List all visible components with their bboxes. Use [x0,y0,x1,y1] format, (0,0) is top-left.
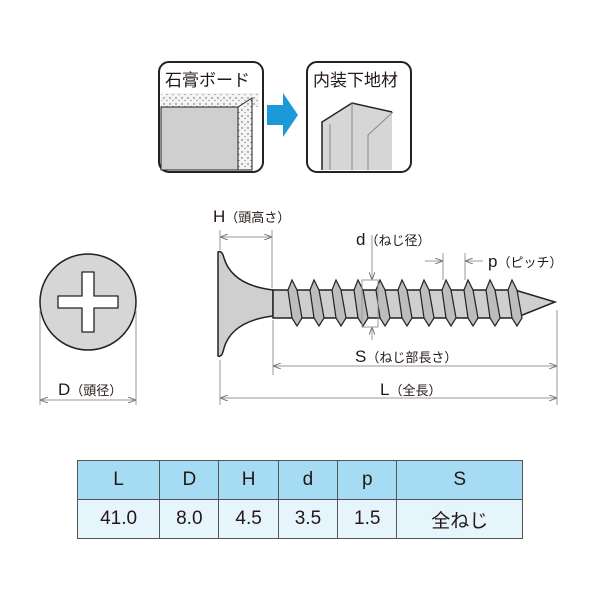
table-row: 41.0 8.0 4.5 3.5 1.5 全ねじ [76,499,523,539]
table-cell: 41.0 [76,499,161,539]
table-cell: 全ねじ [396,499,523,539]
thread [485,278,501,328]
table-cell: 1.5 [337,499,398,539]
table-header-row: L D H d p S [76,460,523,500]
l-dimension-label: L（全長） [380,380,442,399]
table-cell: 8.0 [159,499,220,539]
thread [441,278,457,328]
screw-head-top-view [39,253,137,405]
table-cell: 4.5 [218,499,279,539]
spec-table: L D H d p S 41.0 8.0 4.5 3.5 1.5 全ねじ [76,460,523,539]
gypsum-board-label: 石膏ボード [163,66,252,91]
thread [375,278,391,328]
table-header: L [76,460,161,500]
thread [507,278,523,328]
d-dimension-label: d（ねじ径） [356,230,431,249]
table-header: d [277,460,339,500]
table-header: D [159,460,220,500]
table-header: S [396,460,523,500]
table-header: H [218,460,279,500]
s-dimension-label: S（ねじ部長さ） [355,347,458,366]
d-head-dimension-label: D（頭径） [58,380,123,399]
thread [331,278,347,328]
interior-base-label: 内装下地材 [311,66,400,91]
thread [309,278,325,328]
arrow-right-icon [267,93,298,137]
thread [287,278,303,328]
thread [353,278,369,328]
screw-side-view [217,230,558,405]
h-dimension-label: H（頭高さ） [213,207,291,226]
thread [463,278,479,328]
p-dimension-label: p（ピッチ） [488,252,563,271]
thread [419,278,435,328]
thread [397,278,413,328]
table-header: p [337,460,398,500]
table-cell: 3.5 [277,499,339,539]
